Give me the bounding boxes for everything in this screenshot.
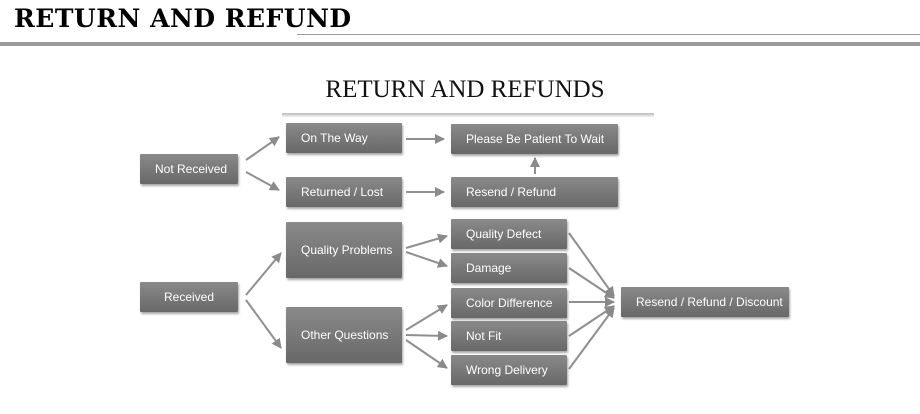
arrow-received-to-quality-problems bbox=[245, 252, 282, 296]
arrow-other-questions-to-color-difference bbox=[405, 304, 448, 331]
resend-refund-box: Resend / Refund bbox=[451, 177, 618, 207]
wrong-delivery-box: Wrong Delivery bbox=[451, 355, 567, 385]
header-thick-rule bbox=[0, 42, 920, 46]
on-the-way-box: On The Way bbox=[286, 123, 402, 153]
color-difference-box: Color Difference bbox=[451, 288, 567, 318]
arrow-quality-defect-to-final bbox=[568, 232, 615, 297]
arrow-not-fit-to-final bbox=[568, 305, 615, 337]
please-wait-box: Please Be Patient To Wait bbox=[451, 124, 618, 154]
quality-problems-box: Quality Problems bbox=[286, 222, 402, 278]
damage-box: Damage bbox=[451, 253, 567, 283]
diagram-title: RETURN AND REFUNDS bbox=[325, 76, 605, 103]
returned-lost-box: Returned / Lost bbox=[286, 177, 402, 207]
arrow-quality-problems-to-damage bbox=[405, 251, 448, 268]
final-resolution-box: Resend / Refund / Discount bbox=[621, 287, 789, 317]
arrow-not-received-to-returned-lost bbox=[245, 171, 280, 191]
quality-defect-box: Quality Defect bbox=[451, 219, 567, 249]
arrow-other-questions-to-wrong-delivery bbox=[405, 339, 448, 369]
other-questions-box: Other Questions bbox=[286, 307, 402, 363]
header-thin-rule bbox=[297, 34, 920, 35]
received-box: Received bbox=[140, 282, 238, 312]
header-title: RETURN AND REFUND bbox=[14, 4, 352, 33]
arrow-not-received-to-on-the-way bbox=[245, 136, 280, 161]
not-received-box: Not Received bbox=[140, 154, 238, 184]
arrow-wrong-delivery-to-final bbox=[568, 307, 615, 370]
arrow-received-to-other-questions bbox=[245, 299, 282, 349]
diagram-title-rule bbox=[282, 113, 654, 117]
arrow-damage-to-final bbox=[568, 267, 615, 299]
arrow-other-questions-to-not-fit bbox=[405, 330, 448, 341]
not-fit-box: Not Fit bbox=[451, 321, 567, 351]
arrow-quality-problems-to-quality-defect bbox=[405, 233, 448, 249]
